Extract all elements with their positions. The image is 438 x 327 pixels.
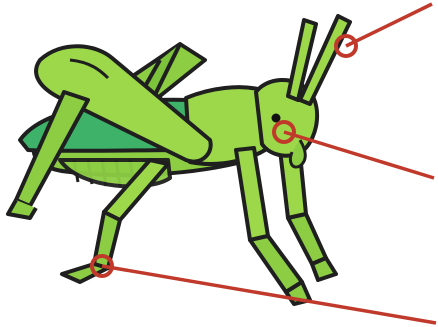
callout-leg xyxy=(92,256,436,323)
antennae xyxy=(288,16,350,104)
callout-antenna xyxy=(336,4,432,56)
leader-line xyxy=(346,4,432,46)
leader-line xyxy=(102,266,436,323)
